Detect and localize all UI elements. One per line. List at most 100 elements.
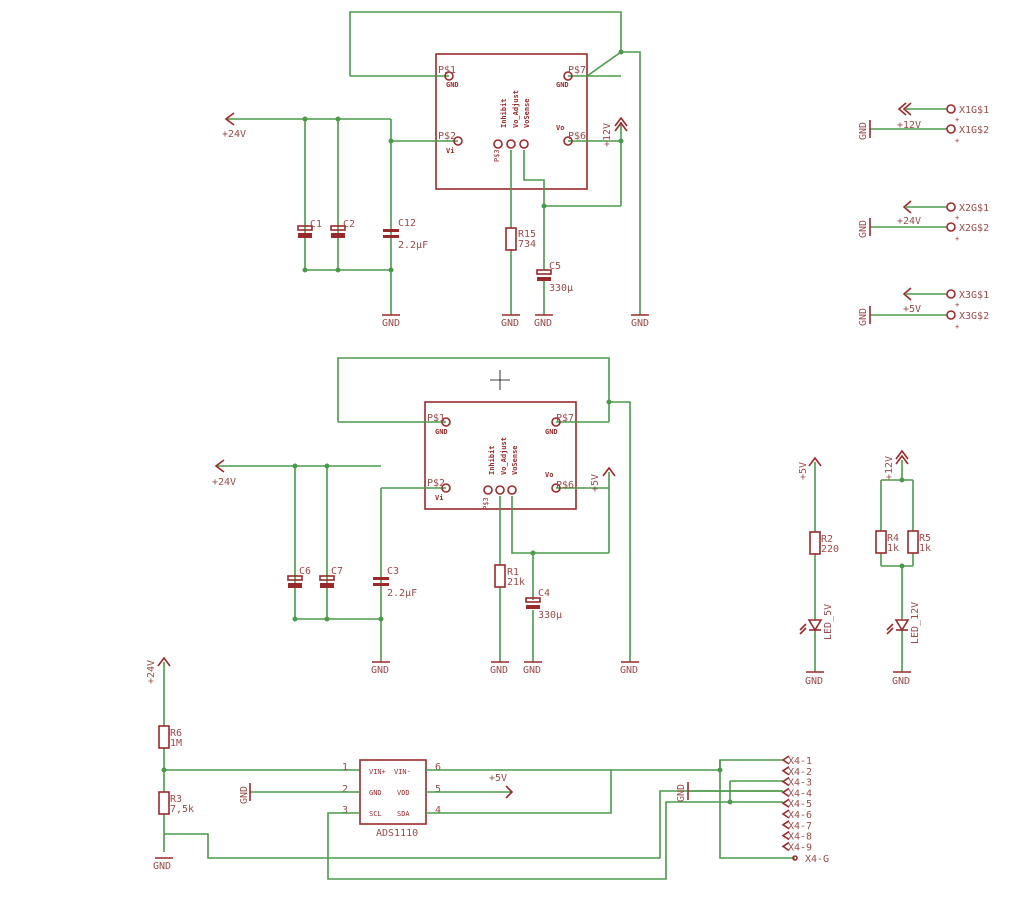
- reg1-pin6-label: P$6: [568, 131, 586, 142]
- reg2-pin3-label: P$3: [482, 497, 490, 510]
- gnd-label: GND: [153, 861, 171, 872]
- c4-value: 330µ: [538, 610, 562, 621]
- gnd-label: GND: [523, 665, 541, 676]
- c6-label: C6: [299, 566, 311, 577]
- x4-pin-label: X4-5: [788, 799, 812, 810]
- x3g2-label: X3G$2: [959, 311, 989, 322]
- x4-pin-marker: [781, 820, 790, 830]
- reg1-vo-label: Vo: [556, 124, 564, 132]
- reg2-voadjust-label: Vo_Adjust: [500, 437, 508, 475]
- reg1-gnd-label: GND: [446, 81, 459, 89]
- c2-label: C2: [343, 219, 355, 230]
- adc-pin5: 5: [435, 784, 441, 795]
- x4-pin-label: X4-8: [788, 832, 812, 843]
- gnd-label: GND: [631, 318, 649, 329]
- x4-pin-label: X4-7: [788, 821, 812, 832]
- reg2-24v-label: +24V: [212, 477, 236, 488]
- led-12v-supply-label: +12V: [884, 456, 895, 480]
- x4-pin-label: X4-2: [788, 767, 812, 778]
- reg2-gnd-label: GND: [435, 428, 448, 436]
- r2-value: 220: [821, 544, 839, 555]
- adc-5v-label: +5V: [489, 773, 507, 784]
- reg1-vosense-label: VoSense: [523, 98, 531, 128]
- x4-pin-marker: [781, 798, 790, 808]
- r5-label: R5: [919, 533, 931, 544]
- gnd-label: GND: [676, 784, 687, 802]
- gnd-label: GND: [892, 676, 910, 687]
- c7-label: C7: [331, 566, 343, 577]
- regulator-1: P$1 GND P$7 GND P$2 Vi P$6 Vo Inhibit Vo…: [222, 11, 649, 329]
- x4-pin-label: X4-G: [805, 854, 829, 865]
- x4-pin-marker: [781, 830, 790, 841]
- r2-label: R2: [821, 534, 833, 545]
- x1g2-label: X1G$2: [959, 125, 989, 136]
- plus-mark: +: [955, 116, 959, 124]
- regulator-2: P$1 GND P$7 GND P$2 Vi P$6 Vo Inhibit Vo…: [212, 357, 639, 676]
- c4-label: C4: [538, 588, 550, 599]
- reg2-pin2-label: P$2: [427, 478, 445, 489]
- gnd-label: GND: [858, 308, 869, 326]
- adc-vdd: VDD: [397, 789, 410, 797]
- adc-vinm: VIN-: [394, 768, 411, 776]
- gnd-label: GND: [490, 665, 508, 676]
- x4-pin-marker: [781, 787, 790, 798]
- c3-label: C3: [387, 566, 399, 577]
- reg1-pin2-label: P$2: [438, 131, 456, 142]
- reg1-voadjust-label: Vo_Adjust: [512, 90, 520, 128]
- crosshair-cursor-icon: [490, 370, 510, 390]
- c12-value: 2.2µF: [398, 240, 428, 251]
- x4-pin-marker: [781, 755, 790, 765]
- reg1-vi-label: Vi: [446, 147, 454, 155]
- r5-value: 1k: [919, 543, 931, 554]
- r6-label: R6: [170, 728, 182, 739]
- gnd-label: GND: [620, 665, 638, 676]
- led-12v-label: LED_12V: [910, 602, 921, 644]
- reg2-vosense-label: VoSense: [511, 445, 519, 475]
- plus-mark: +: [955, 323, 959, 331]
- reg2-vo-label: Vo: [545, 471, 553, 479]
- c3-value: 2.2µF: [387, 588, 417, 599]
- c5-value: 330µ: [549, 283, 573, 294]
- reg1-12v-label: +12V: [602, 123, 613, 147]
- led-5v-supply-label: +5V: [798, 462, 809, 480]
- gnd-label: GND: [239, 786, 250, 804]
- x4-pin-marker: [781, 766, 790, 776]
- adc-pin6: 6: [435, 762, 441, 773]
- adc-pin4: 4: [435, 805, 441, 816]
- adc-24v-label: +24V: [146, 660, 157, 684]
- r4-label: R4: [887, 533, 899, 544]
- x4-connector: X4-1X4-2X4-3X4-4X4-5X4-6X4-7X4-8X4-9X4-G: [781, 755, 829, 865]
- r15-label: R15: [518, 229, 536, 240]
- r15-value: 734: [518, 239, 536, 250]
- led-5v-label: LED_5V: [823, 604, 834, 640]
- x4-pin-label: X4-4: [788, 788, 812, 799]
- x1-12v-label: +12V: [897, 120, 921, 131]
- x2g2-label: X2G$2: [959, 223, 989, 234]
- r4-value: 1k: [887, 543, 899, 554]
- reg1-pin3-label: P$3: [493, 149, 501, 162]
- x2-24v-label: +24V: [897, 216, 921, 227]
- led-indicators: +5V R2 220 LED_5V GND +12V R4 1k R5 1k L…: [798, 449, 931, 687]
- x4-pin-marker: [781, 776, 790, 787]
- plus-mark: +: [955, 137, 959, 145]
- adc-section: +24V R6 1M R3 7,5k GND ADS1110 1 2 3 6 5…: [146, 656, 795, 880]
- gnd-label: GND: [382, 318, 400, 329]
- gnd-label: GND: [858, 220, 869, 238]
- adc-scl: SCL: [369, 810, 382, 818]
- reg2-pin1-label: P$1: [427, 413, 445, 424]
- adc-pin2: 2: [342, 784, 348, 795]
- gnd-label: GND: [805, 676, 823, 687]
- gnd-label: GND: [371, 665, 389, 676]
- reg1-pin7-label: P$7: [568, 65, 586, 76]
- gnd-label: GND: [534, 318, 552, 329]
- plus-mark: +: [955, 214, 959, 222]
- x1g1-label: X1G$1: [959, 105, 989, 116]
- adc-pin3: 3: [342, 805, 348, 816]
- reg2-pin7-label: P$7: [556, 413, 574, 424]
- plus-mark: +: [955, 301, 959, 309]
- reg2-pin6-label: P$6: [556, 480, 574, 491]
- plus-mark: +: [955, 235, 959, 243]
- x4-pin-label: X4-9: [788, 842, 812, 853]
- x3g1-label: X3G$1: [959, 290, 989, 301]
